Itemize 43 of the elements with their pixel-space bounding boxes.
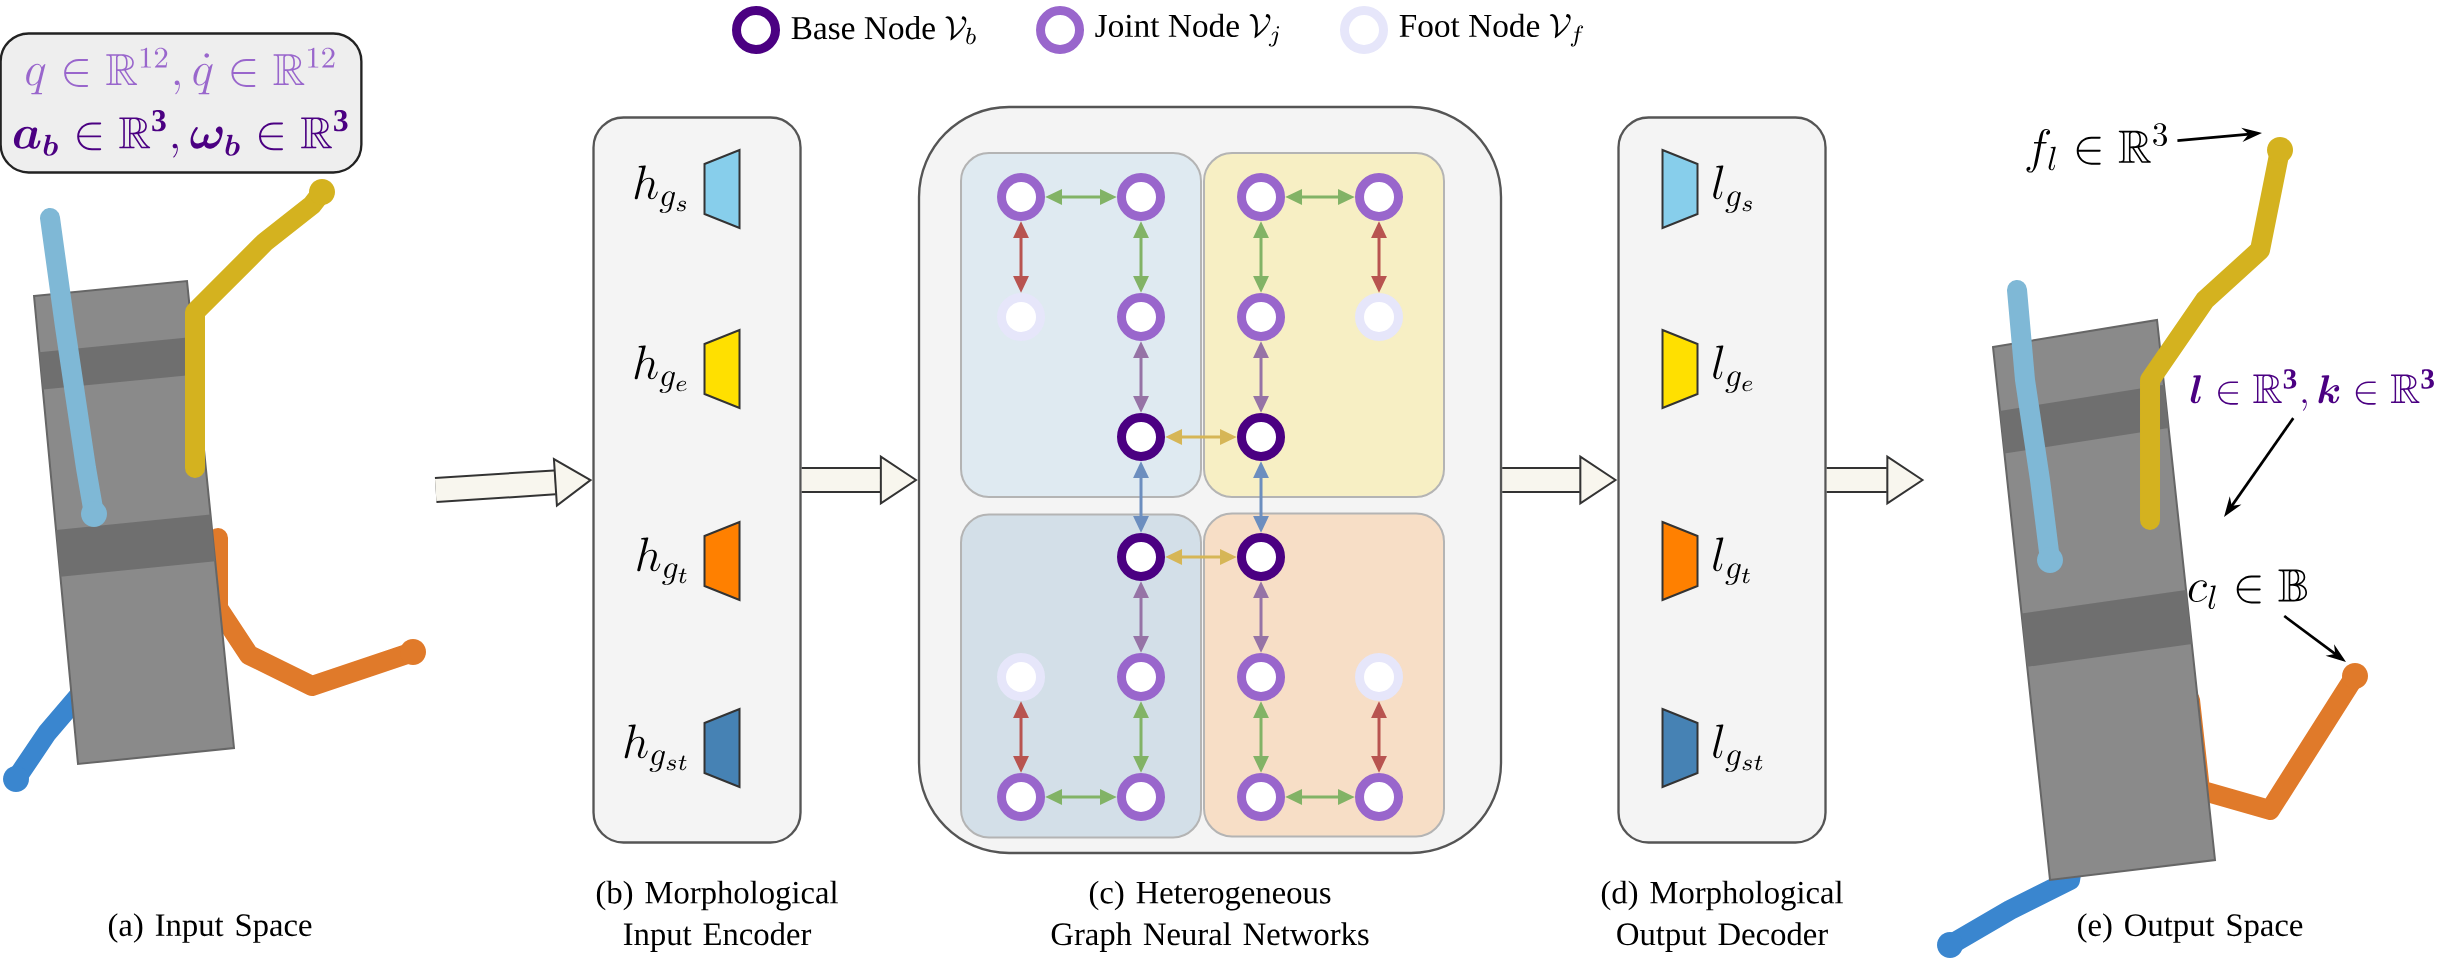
node-ring <box>1117 773 1165 821</box>
node-ring <box>997 653 1045 701</box>
node-ring <box>1237 413 1285 461</box>
node-ring <box>1117 293 1165 341</box>
node-ring <box>997 293 1045 341</box>
node-ring <box>1237 773 1285 821</box>
node-ring <box>997 773 1045 821</box>
math-label: $l_{g_{st}}$ <box>1713 724 1763 772</box>
legend-label: $\text{Foot Node }\mathcal{V}_f$ <box>1399 13 1584 47</box>
caption: (b) Morphological Input Encoder <box>596 880 838 952</box>
math-label: $l_{g_s}$ <box>1713 165 1752 213</box>
formula-box: $q \in \mathbb{R}^{12}, \dot{q} \in \mathbb{R}^{12}$ $\boldsymbol{a_b} \in \mathbb{R}^{\mathbf{3}}, \boldsymbol{\omega_b} \in \mathbb{R}^{\mathbf{3}}$ <box>0 32 363 174</box>
legend-label: $\text{Joint Node }\mathcal{V}_j$ <box>1095 13 1280 47</box>
node-ring <box>1355 173 1403 221</box>
caption: (e) Output Space <box>2078 913 2303 943</box>
node-ring <box>1355 293 1403 341</box>
caption: (a) Input Space <box>108 913 312 943</box>
caption: (d) Morphological Output Decoder <box>1601 880 1843 952</box>
robot-drawing <box>3 179 426 792</box>
node-ring <box>997 173 1045 221</box>
math-label: $c_l \in \mathbb{B}$ <box>2188 569 2308 610</box>
math-label: $f_l \in \mathbb{R}^3$ <box>2026 123 2167 173</box>
panel <box>592 116 802 844</box>
math-label: $h_{g_e}$ <box>634 345 687 393</box>
math-label: $h_{g_{st}}$ <box>624 724 687 772</box>
caption: (c) Heterogeneous Graph Neural Networks <box>1051 880 1369 952</box>
node-ring <box>1237 533 1285 581</box>
legend-label: $\text{Base Node }\mathcal{V}_b$ <box>791 15 976 45</box>
node-ring <box>1117 413 1165 461</box>
math-label: $\boldsymbol{l} \in \mathbb{R}^{\mathbf{3}}, \boldsymbol{k} \in \mathbb{R}^{\mathbf{3}}$ <box>2190 369 2434 411</box>
node-ring <box>1355 653 1403 701</box>
node-ring <box>1117 173 1165 221</box>
math-label: $h_{g_s}$ <box>634 165 687 213</box>
node-ring <box>1355 773 1403 821</box>
node-ring <box>1117 653 1165 701</box>
panel <box>1617 116 1827 844</box>
math-label: $l_{g_e}$ <box>1713 345 1753 393</box>
math-label: $h_{g_t}$ <box>637 537 687 585</box>
node-ring <box>1237 293 1285 341</box>
math-label: $l_{g_t}$ <box>1713 537 1750 585</box>
node-ring <box>1237 173 1285 221</box>
node-ring <box>1117 533 1165 581</box>
node-ring <box>1237 653 1285 701</box>
